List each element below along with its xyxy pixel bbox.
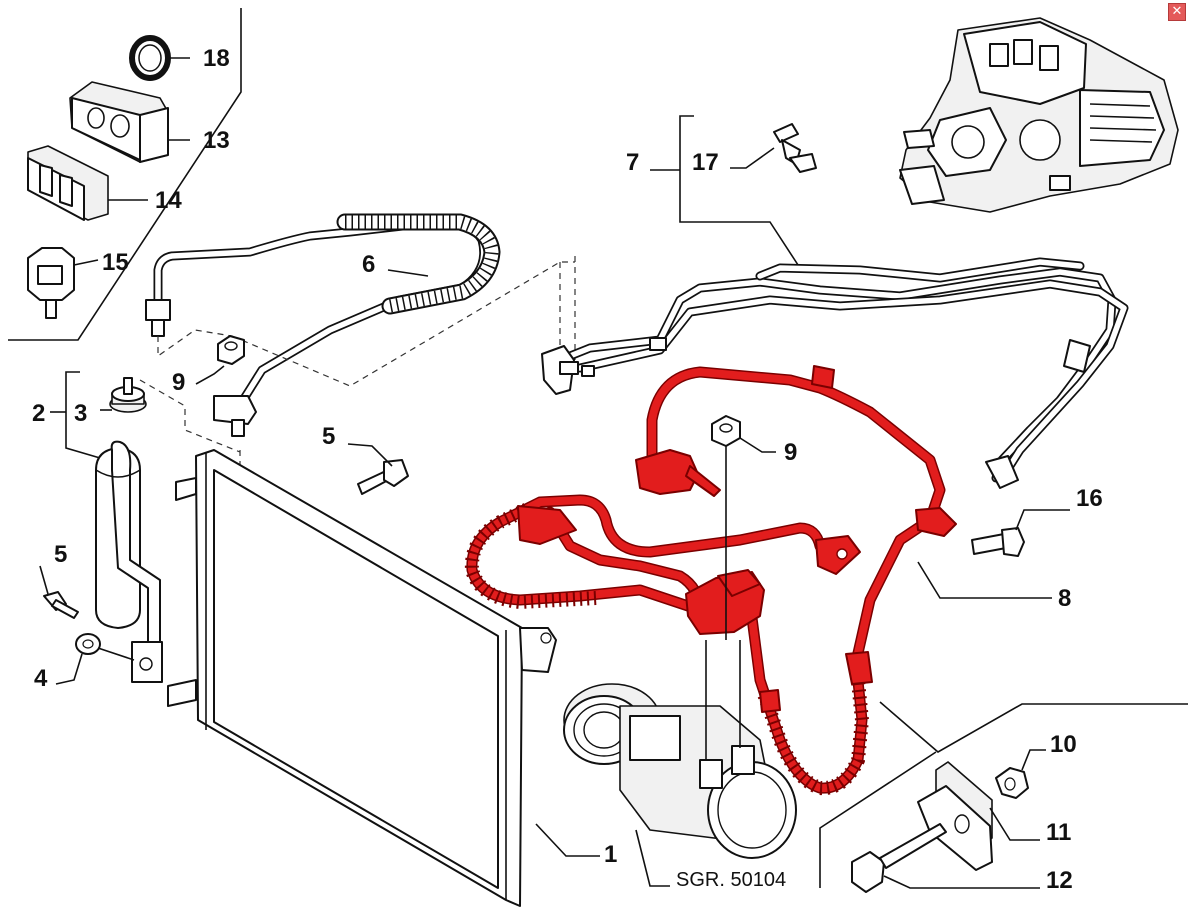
callout-10: 11 [1046, 819, 1071, 846]
callout-11: 10 [1050, 731, 1077, 758]
callout-18: 18 [203, 45, 230, 72]
bracket-2-3 [50, 371, 112, 459]
callout-17: 17 [692, 149, 719, 176]
part-17-pressure-switch [730, 123, 817, 173]
part-10-bracket [917, 761, 1040, 871]
callout-7: 7 [626, 149, 639, 176]
callout-14: 14 [155, 187, 182, 214]
part-9-nut-centre [711, 415, 776, 640]
part-5-bolt-left [39, 565, 79, 619]
callout-4: 4 [34, 665, 48, 692]
dashed-assembly-lines [139, 256, 576, 470]
callout-12: 12 [1046, 867, 1073, 894]
part-18-seal-ring [129, 35, 190, 81]
callout-9-left: 9 [172, 369, 185, 396]
callout-5-left: 5 [54, 541, 67, 568]
close-icon[interactable]: ✕ [1168, 3, 1186, 21]
part-1-condenser [167, 449, 600, 907]
callout-2: 2 [32, 400, 45, 427]
reference-label: SGR. 50104 [676, 869, 786, 891]
part-12-bolt [851, 823, 1040, 893]
part-8-hose-assembly [464, 365, 1052, 796]
compressor [563, 640, 797, 887]
inset-frame-small-parts [8, 8, 242, 341]
part-7-pipes [541, 257, 1129, 489]
bracket-7 [650, 115, 801, 269]
callout-16: 16 [1076, 485, 1103, 512]
callout-5-centre: 5 [322, 423, 335, 450]
part-4-bushing [55, 633, 135, 685]
inset-frame-bracket [819, 701, 1188, 888]
part-16-bolt [971, 509, 1070, 557]
callout-1: 1 [604, 841, 617, 868]
part-9-nut-left [195, 335, 245, 385]
part-3-mount [109, 377, 147, 413]
callout-9-centre: 9 [784, 439, 797, 466]
callout-15: 15 [102, 249, 129, 276]
part-15-clip [27, 247, 99, 319]
callout-13: 13 [203, 127, 230, 154]
part-11-nut [995, 749, 1046, 799]
callout-6: 6 [362, 251, 375, 278]
part-14-clip [27, 145, 148, 221]
part-5-bolt-centre [347, 443, 409, 495]
part-6-pipe [145, 213, 501, 437]
evaporator-housing [899, 17, 1179, 213]
callout-8: 8 [1058, 585, 1071, 612]
callout-3: 3 [74, 400, 87, 427]
part-13-block-fitting [69, 81, 190, 163]
part-2-receiver-drier [95, 440, 163, 683]
